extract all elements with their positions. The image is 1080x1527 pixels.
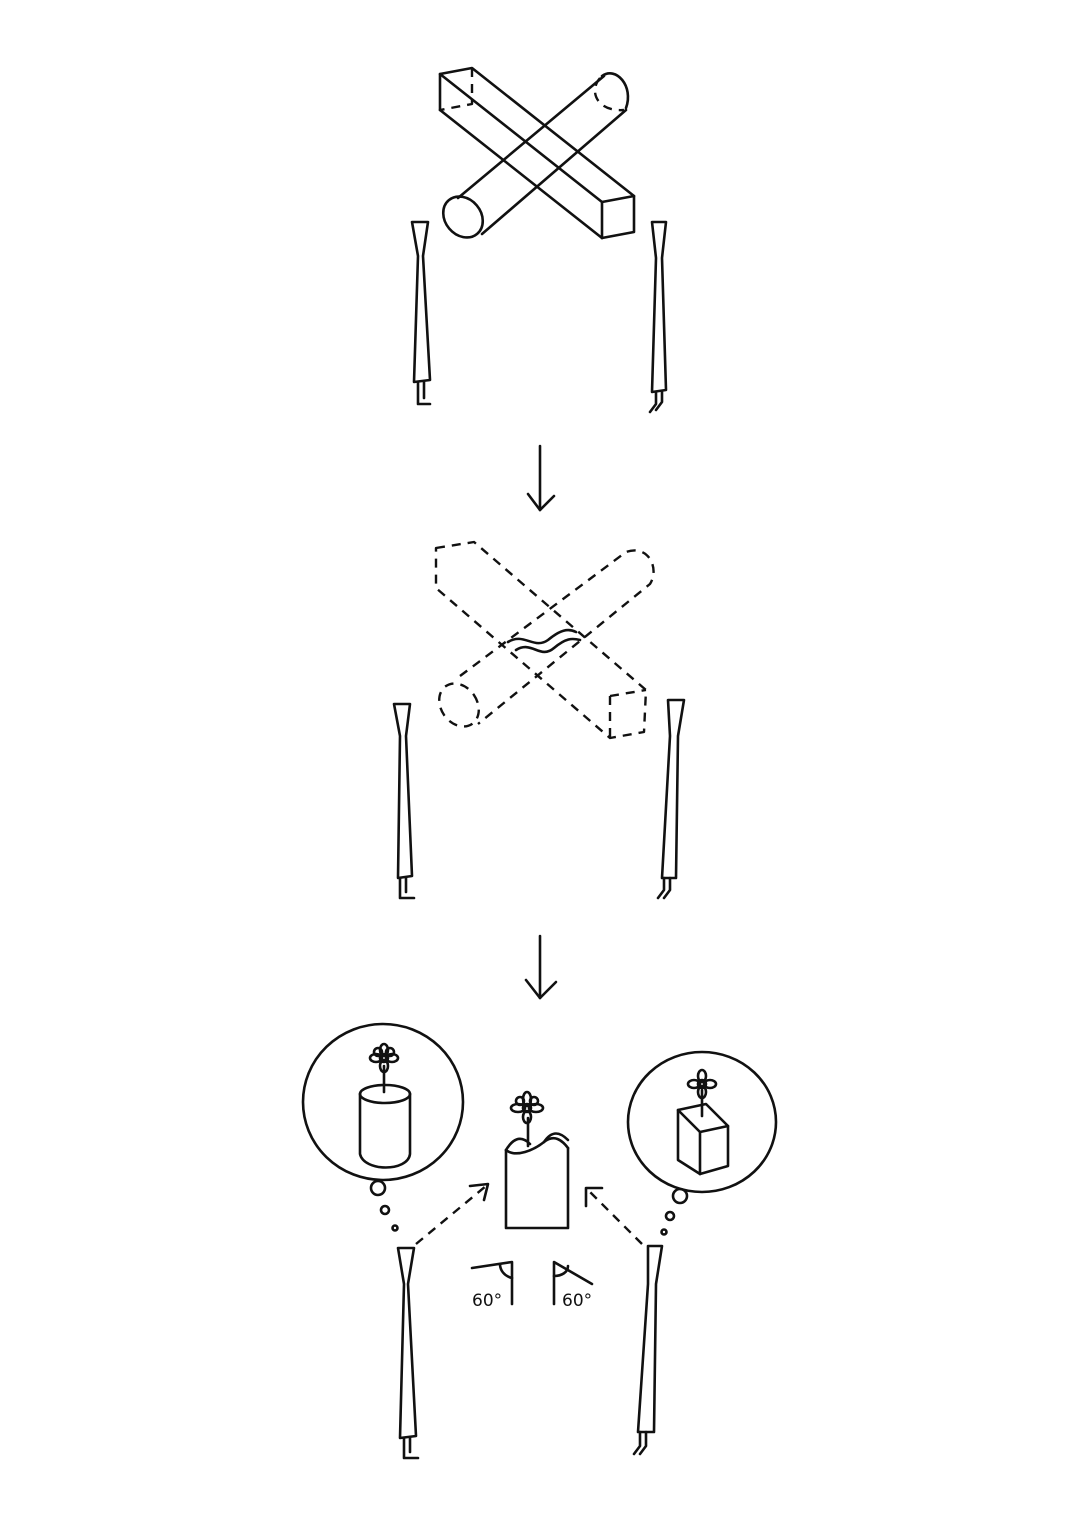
stage-3-person-left <box>396 1246 420 1460</box>
stage-1-person-right <box>648 220 668 414</box>
box-pot-icon <box>676 1088 730 1176</box>
thought-bubble-right <box>626 1050 778 1236</box>
flower-icon-right <box>686 1068 718 1100</box>
stage-1-solid-beams <box>438 66 636 240</box>
flower-icon-center <box>509 1090 545 1125</box>
angle-mark-right: 60° <box>552 1260 594 1311</box>
cylinder-beam <box>441 72 630 239</box>
cylinder-pot-icon <box>358 1064 412 1169</box>
stage-2-dashed-beams <box>434 540 655 740</box>
angle-label-right: 60° <box>562 1291 592 1311</box>
stage-3-person-right <box>632 1244 664 1456</box>
arrow-down-1 <box>526 444 556 512</box>
stage-1-person-left <box>410 220 432 406</box>
stage-2-person-right <box>656 698 686 900</box>
arrow-down-2 <box>524 934 558 1000</box>
view-arrow-left <box>415 1182 490 1245</box>
flower-icon-left <box>368 1042 400 1074</box>
view-arrow-right <box>584 1186 643 1245</box>
stage-2-person-left <box>392 702 416 900</box>
thought-bubble-left <box>301 1022 465 1232</box>
angle-mark-left: 60° <box>470 1260 514 1311</box>
square-beam <box>438 66 636 240</box>
actual-pot <box>504 1116 570 1230</box>
angle-label-left: 60° <box>472 1291 502 1311</box>
